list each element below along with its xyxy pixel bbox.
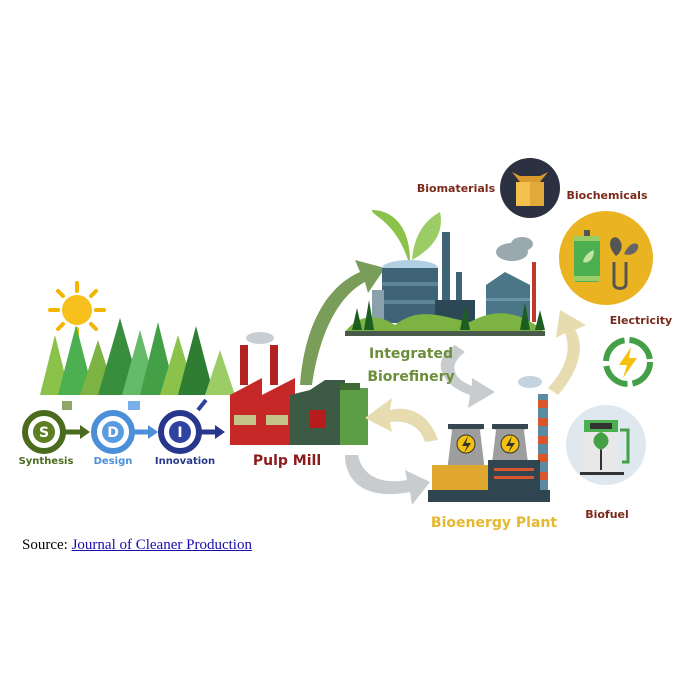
svg-text:S: S — [39, 425, 49, 441]
flow-arrow-bioenergy-to-pulp — [365, 398, 438, 442]
svg-text:I: I — [177, 425, 182, 441]
bioenergy-plant-illustration — [428, 376, 550, 502]
flow-arrow-pulp-to-biorefinery — [300, 260, 385, 385]
flow-arrow-pulp-to-bioenergy — [345, 455, 430, 505]
integrated-biorefinery-illustration — [345, 210, 545, 336]
step-label-innovation: Innovation — [154, 456, 216, 467]
bioenergy-plant-label: Bioenergy Plant — [430, 515, 558, 531]
biofuel-icon — [566, 405, 646, 485]
step-innovation-icon: I — [158, 398, 225, 454]
biochemicals-label: Biochemicals — [566, 189, 648, 202]
step-label-design: Design — [93, 456, 133, 467]
step-synthesis-icon: S — [22, 401, 90, 454]
flow-arrow-biorefinery-to-bioenergy — [440, 345, 495, 408]
biofuel-label: Biofuel — [585, 508, 629, 521]
pulp-mill-illustration — [230, 332, 368, 445]
electricity-icon — [603, 337, 653, 387]
electricity-label: Electricity — [609, 314, 673, 327]
flow-arrow-bioenergy-to-biorefinery — [548, 310, 586, 395]
source-citation: Source: Journal of Cleaner Production — [22, 537, 252, 554]
sun-icon — [48, 281, 106, 339]
biorefinery-label-line2: Biorefinery — [367, 369, 455, 385]
source-link[interactable]: Journal of Cleaner Production — [71, 537, 252, 553]
pulp-mill-label: Pulp Mill — [252, 453, 322, 469]
forest-trees — [40, 318, 235, 395]
source-prefix: Source: — [22, 537, 72, 553]
biomaterials-icon — [500, 158, 560, 218]
step-design-icon: D — [91, 401, 158, 454]
svg-text:D: D — [107, 425, 119, 441]
biochemicals-icon — [559, 211, 653, 305]
step-label-synthesis: Synthesis — [18, 456, 74, 467]
biorefinery-label-line1: Integrated — [369, 346, 453, 362]
biomaterials-label: Biomaterials — [416, 182, 496, 195]
